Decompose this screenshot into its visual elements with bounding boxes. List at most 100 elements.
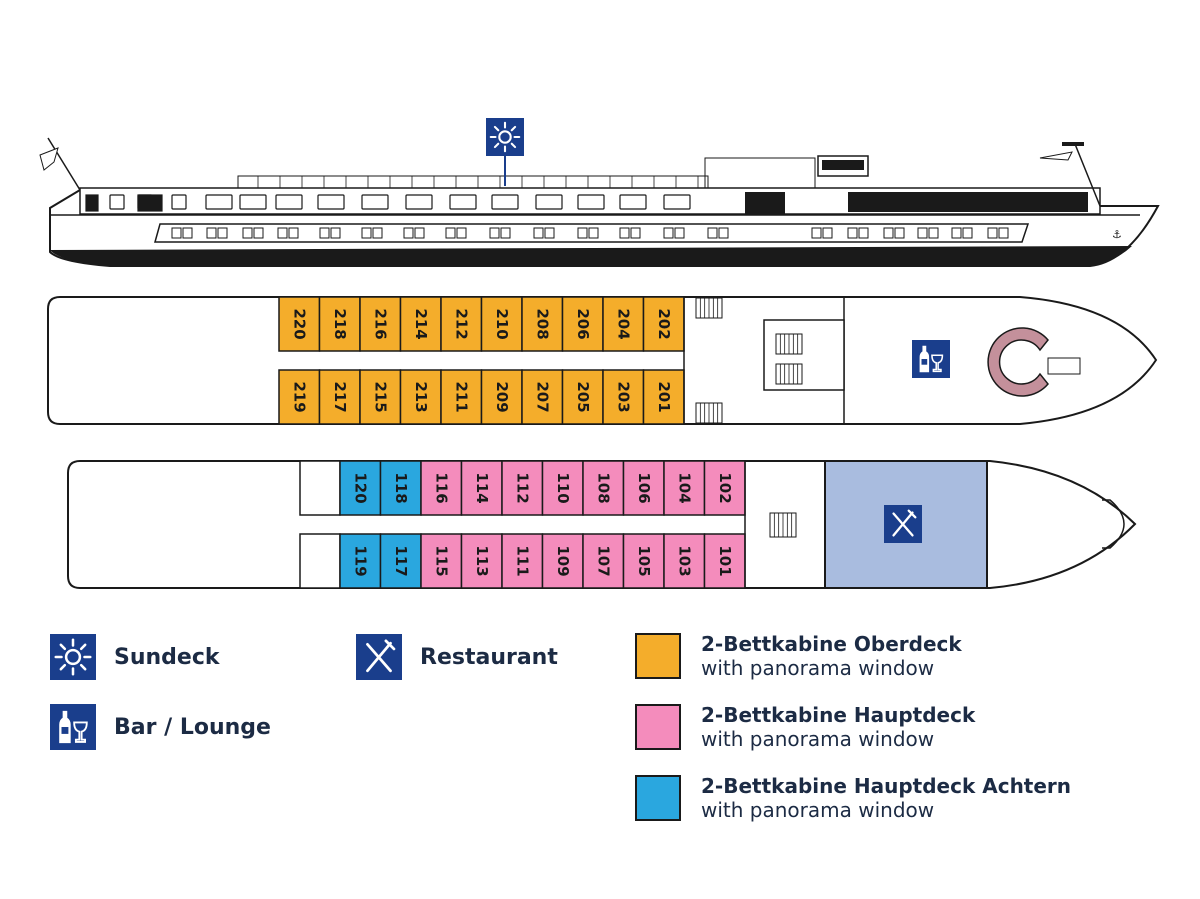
cabin-number: 201 (655, 381, 673, 412)
cabin-number: 109 (554, 545, 572, 576)
cabin-number: 213 (412, 381, 430, 412)
cabin-number: 119 (351, 545, 369, 576)
sun-icon (50, 634, 96, 680)
cabin-number: 203 (614, 381, 632, 412)
cabin-number: 208 (533, 308, 551, 339)
cabin-number: 212 (452, 308, 470, 339)
legend-oberdeck-title: 2-Bettkabine Oberdeck (701, 632, 962, 656)
legend-bar: Bar / Lounge (50, 704, 271, 750)
cabin-number: 111 (513, 545, 531, 576)
cabin-115: 115 (420, 533, 463, 589)
legend-hauptdeck-title: 2-Bettkabine Hauptdeck (701, 703, 976, 727)
hauptdeck-swatch (635, 704, 681, 750)
cabin-number: 112 (513, 472, 531, 503)
cabin-number: 114 (473, 472, 491, 503)
cabin-217: 217 (318, 369, 361, 425)
cabin-103: 103 (663, 533, 706, 589)
cabin-214: 214 (399, 296, 442, 352)
cabin-number: 108 (594, 472, 612, 503)
cabin-number: 113 (473, 545, 491, 576)
cabin-206: 206 (561, 296, 604, 352)
cabin-number: 105 (635, 545, 653, 576)
fork-knife-icon (884, 505, 922, 543)
cabin-109: 109 (541, 533, 584, 589)
cabin-number: 214 (412, 308, 430, 339)
cabin-104: 104 (663, 460, 706, 516)
cabin-number: 207 (533, 381, 551, 412)
legend-hauptdeck: 2-Bettkabine Hauptdeck with panorama win… (635, 703, 975, 751)
cabin-number: 219 (290, 381, 308, 412)
cabin-number: 118 (392, 472, 410, 503)
wine-bottle-glass-icon (50, 704, 96, 750)
legend-achtern-title: 2-Bettkabine Hauptdeck Achtern (701, 774, 1072, 798)
cabin-number: 104 (675, 472, 693, 503)
cabin-212: 212 (440, 296, 483, 352)
wine-bottle-glass-icon (912, 340, 950, 378)
cabin-number: 120 (351, 472, 369, 503)
cabin-111: 111 (501, 533, 544, 589)
cabin-210: 210 (480, 296, 523, 352)
cabin-120: 120 (339, 460, 382, 516)
cabin-number: 220 (290, 308, 308, 339)
cabin-110: 110 (541, 460, 584, 516)
cabin-number: 215 (371, 381, 389, 412)
cabin-114: 114 (460, 460, 503, 516)
cabin-107: 107 (582, 533, 625, 589)
cabin-number: 117 (392, 545, 410, 576)
cabin-number: 110 (554, 472, 572, 503)
cabin-209: 209 (480, 369, 523, 425)
cabin-number: 218 (331, 308, 349, 339)
cabin-108: 108 (582, 460, 625, 516)
cabin-207: 207 (521, 369, 564, 425)
cabin-number: 216 (371, 308, 389, 339)
legend-achtern: 2-Bettkabine Hauptdeck Achtern with pano… (635, 774, 1071, 822)
cabin-number: 116 (432, 472, 450, 503)
cabin-number: 209 (493, 381, 511, 412)
oberdeck-plan: 220 218 216 214 212 210 208 206 204 202 219 217 215 2… (47, 296, 1158, 425)
cabin-number: 211 (452, 381, 470, 412)
legend-sundeck-label: Sundeck (114, 644, 220, 670)
cabin-201: 201 (642, 369, 685, 425)
legend-restaurant: Restaurant (356, 634, 558, 680)
cabin-number: 102 (716, 472, 734, 503)
cabin-118: 118 (379, 460, 422, 516)
cabin-102: 102 (703, 460, 746, 516)
legend-hauptdeck-sub: with panorama window (701, 727, 935, 751)
svg-text:⚓: ⚓ (1112, 228, 1122, 241)
legend-achtern-sub: with panorama window (701, 798, 935, 822)
sun-icon (486, 118, 524, 156)
legend-oberdeck: 2-Bettkabine Oberdeck with panorama wind… (635, 632, 962, 680)
cabin-204: 204 (602, 296, 645, 352)
cabin-106: 106 (622, 460, 665, 516)
cabin-105: 105 (622, 533, 665, 589)
cabin-202: 202 (642, 296, 685, 352)
cabin-112: 112 (501, 460, 544, 516)
cabin-number: 202 (655, 308, 673, 339)
cabin-218: 218 (318, 296, 361, 352)
cabin-117: 117 (379, 533, 422, 589)
cabin-number: 210 (493, 308, 511, 339)
cabin-215: 215 (359, 369, 402, 425)
cabin-220: 220 (278, 296, 321, 352)
fork-knife-icon (356, 634, 402, 680)
oberdeck-swatch (635, 633, 681, 679)
cabin-219: 219 (278, 369, 321, 425)
cabin-216: 216 (359, 296, 402, 352)
cabin-number: 204 (614, 308, 632, 339)
cabin-number: 206 (574, 308, 592, 339)
cabin-116: 116 (420, 460, 463, 516)
cabin-211: 211 (440, 369, 483, 425)
legend-oberdeck-sub: with panorama window (701, 656, 935, 680)
cabin-208: 208 (521, 296, 564, 352)
cabin-number: 101 (716, 545, 734, 576)
hauptdeck-plan: 120 118 116 114 112 110 108 106 104 102 119 117 115 1… (67, 460, 1137, 589)
cabin-number: 205 (574, 381, 592, 412)
cabin-number: 107 (594, 545, 612, 576)
legend-restaurant-label: Restaurant (420, 644, 558, 670)
cabin-number: 103 (675, 545, 693, 576)
cabin-101: 101 (703, 533, 746, 589)
cabin-number: 106 (635, 472, 653, 503)
cabin-203: 203 (602, 369, 645, 425)
legend-bar-label: Bar / Lounge (114, 714, 271, 740)
